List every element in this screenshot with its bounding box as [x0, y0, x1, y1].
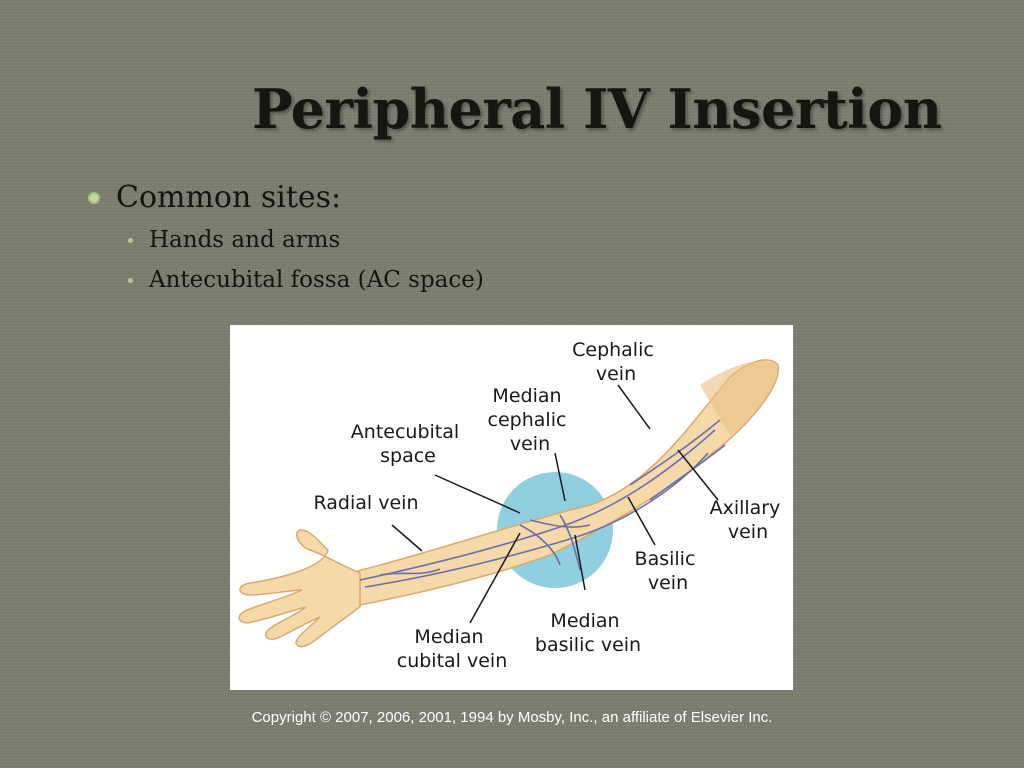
circle-bullet-icon	[88, 192, 100, 204]
sub-bullet-item: Antecubital fossa (AC space)	[128, 260, 484, 300]
label-cephalic-vein: Cephalic vein	[572, 339, 660, 385]
bullet-item: Common sites: Hands and arms Antecubital…	[88, 178, 484, 300]
bullet-level-1: Common sites:	[88, 178, 484, 218]
label-radial-vein: Radial vein	[314, 492, 419, 514]
sub-bullet-item: Hands and arms	[128, 220, 484, 260]
label-axillary-vein: Axillary vein	[710, 497, 787, 543]
sub-bullet-text: Antecubital fossa (AC space)	[149, 267, 484, 293]
slide-title: Peripheral IV Insertion	[252, 77, 942, 141]
hand-shape	[238, 529, 361, 648]
shoulder-shade	[700, 361, 778, 435]
arm-shape	[349, 359, 780, 606]
sub-bullet-text: Hands and arms	[149, 227, 341, 253]
label-median-cubital-vein: Median cubital vein	[397, 626, 508, 672]
label-basilic-vein: Basilic vein	[635, 548, 702, 594]
bullet-list: Common sites: Hands and arms Antecubital…	[88, 178, 484, 300]
label-median-basilic-vein: Median basilic vein	[535, 610, 641, 656]
dot-bullet-icon	[128, 237, 133, 243]
arm-veins-diagram: Cephalic vein Median cephalic vein Antec…	[238, 339, 787, 672]
leader-lines	[391, 384, 719, 624]
label-median-cephalic-vein: Median cephalic vein	[488, 385, 573, 455]
arm-veins-figure: Cephalic vein Median cephalic vein Antec…	[230, 325, 793, 690]
vein-network	[359, 419, 726, 588]
label-antecubital-space: Antecubital space	[351, 421, 465, 467]
copyright-notice: Copyright © 2007, 2006, 2001, 1994 by Mo…	[251, 709, 773, 726]
sub-bullet-list: Hands and arms Antecubital fossa (AC spa…	[128, 220, 484, 300]
bullet-text: Common sites:	[116, 180, 342, 215]
dot-bullet-icon	[128, 277, 133, 283]
